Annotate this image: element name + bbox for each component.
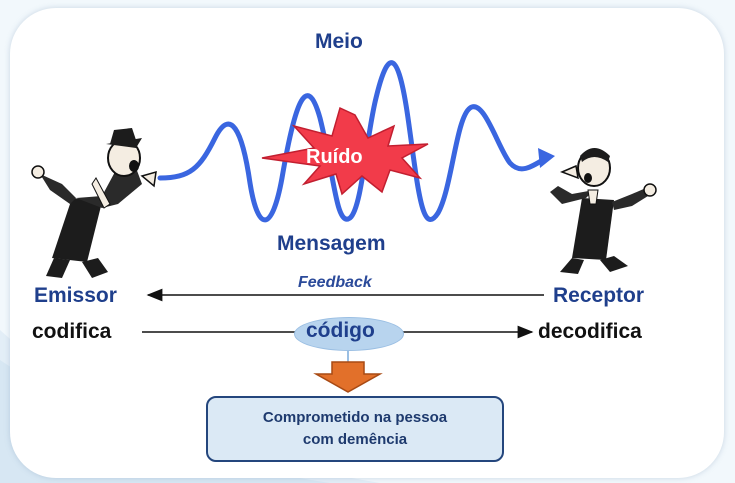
outcome-text: Comprometido na pessoa com demência	[263, 407, 447, 451]
code-pill	[294, 317, 404, 351]
outcome-line-1: Comprometido na pessoa	[262, 409, 448, 426]
down-arrow-icon	[313, 361, 383, 393]
sender-figure-icon	[31, 128, 157, 278]
feedback-label: Feedback	[298, 274, 372, 291]
noise-label: Ruído	[306, 146, 363, 168]
receiver-label: Receptor	[553, 284, 645, 307]
outcome-line-2: com demência	[302, 431, 408, 448]
noise-burst-icon	[261, 106, 429, 196]
message-label: Mensagem	[277, 232, 386, 255]
outcome-box: Comprometido na pessoa com demência	[206, 396, 504, 462]
wave-arrowhead	[538, 148, 555, 168]
signal-wave	[157, 60, 549, 223]
encode-label: codifica	[32, 320, 112, 343]
diagram-graphics	[31, 60, 657, 393]
decode-label: decodifica	[538, 320, 642, 343]
receiver-figure-icon	[550, 148, 657, 274]
code-label: código	[306, 319, 375, 342]
medium-label: Meio	[315, 30, 363, 53]
diagram-card: Meio Mensagem Ruído Feedback Emissor Rec…	[10, 8, 724, 478]
sender-label: Emissor	[34, 284, 117, 307]
